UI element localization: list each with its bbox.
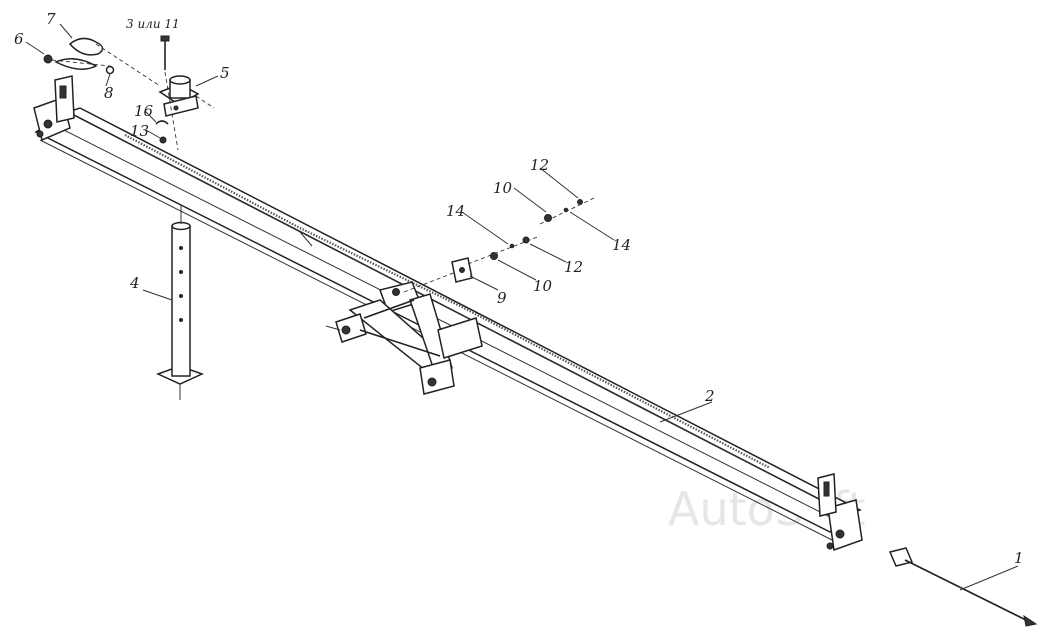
callout-8: 8 <box>104 84 114 102</box>
axis-line-7 <box>95 43 161 87</box>
part-4-post <box>156 206 204 400</box>
part-8-pin <box>105 65 115 75</box>
part-13-nut <box>159 136 167 144</box>
axis-line-upper-hw <box>539 197 595 225</box>
center-carriage <box>325 281 483 395</box>
callout-12-lower: 12 <box>564 258 583 276</box>
left-end-bracket <box>33 75 75 142</box>
axis-line-6 <box>51 59 111 67</box>
callout-9: 9 <box>497 289 507 307</box>
callout-1: 1 <box>1014 549 1024 567</box>
axis-line-5b <box>195 95 215 109</box>
callout-6: 6 <box>14 30 24 48</box>
part-12-washer-upper <box>577 199 583 205</box>
part-3-or-11-bolt <box>160 35 170 70</box>
part-16-spring <box>155 120 169 125</box>
axis-line-5 <box>164 71 179 151</box>
callout-13: 13 <box>130 122 149 140</box>
leader-lines <box>25 23 1019 591</box>
part-7-plate <box>54 37 104 70</box>
callout-10-upper: 10 <box>493 179 513 197</box>
part-10-nut-lower <box>490 252 498 260</box>
callout-5: 5 <box>220 64 230 82</box>
callout-10-lower: 10 <box>533 277 553 295</box>
callout-4: 4 <box>129 274 140 292</box>
callout-2: 2 <box>704 387 715 405</box>
callout-7: 7 <box>46 10 56 28</box>
axis-line-lower-hw <box>467 235 541 265</box>
callout-14-right: 14 <box>612 236 631 254</box>
part-2-main-beam <box>34 107 862 541</box>
right-end-bracket <box>817 473 863 552</box>
part-12-washer-lower <box>522 236 530 244</box>
callout-12-upper: 12 <box>530 156 549 174</box>
part-1-rod <box>888 547 1038 627</box>
axis-line-9 <box>403 271 457 293</box>
part-6-washer <box>43 54 53 64</box>
callout-3-or-11: 3 или 11 <box>126 17 180 31</box>
callout-16: 16 <box>134 102 154 120</box>
callout-14-left: 14 <box>446 202 465 220</box>
part-9-bracket <box>451 257 473 283</box>
part-5-block <box>158 75 200 117</box>
